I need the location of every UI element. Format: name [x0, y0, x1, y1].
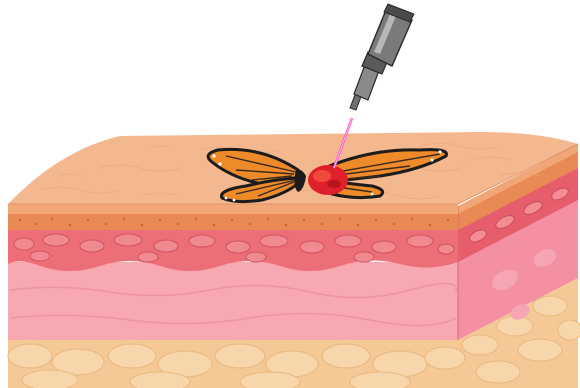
epidermis-layer	[8, 204, 458, 230]
dermis-layer	[8, 228, 458, 340]
laser-handpiece-icon	[350, 4, 414, 110]
laser-impact-spot	[308, 165, 348, 195]
